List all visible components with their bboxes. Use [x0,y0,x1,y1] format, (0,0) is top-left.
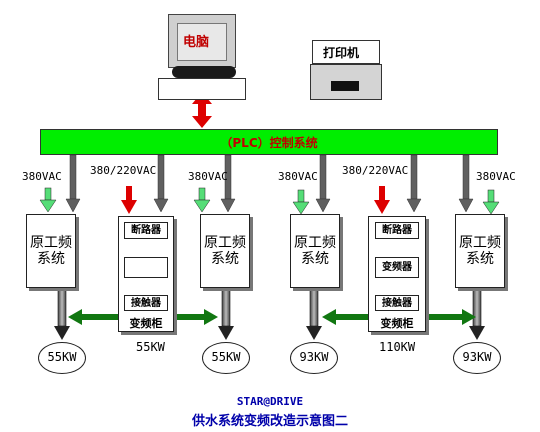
motor-4: 93KW [453,342,501,374]
contactor-box-1: 接触器 [124,295,168,311]
original-system-box-2: 原工频 系统 [200,214,250,288]
supply-label-4: 380VAC [278,170,318,183]
control-arrows [65,154,474,213]
plc-bus-label: （PLC）控制系统 [220,136,318,150]
original-system-label: 原工频 系统 [459,235,501,267]
computer-base [172,66,236,78]
supply-label-6: 380VAC [476,170,516,183]
plc-control-bus: （PLC）控制系统 [40,129,498,155]
supply-arrow-2-red [121,186,137,214]
computer-label: 电脑 [183,35,210,50]
original-system-box-4: 原工频 系统 [455,214,505,288]
breaker-box-2: 断路器 [375,222,419,239]
motor-2: 55KW [202,342,250,374]
supply-arrow-1 [39,187,57,213]
motor-1: 55KW [38,342,86,374]
printer-label: 打印机 [323,46,360,60]
original-system-label: 原工频 系统 [294,235,336,267]
original-system-label: 原工频 系统 [30,235,72,267]
cabinet-label-1: 变频柜 [129,317,163,330]
vfd-box-2: 变频器 [375,257,419,278]
rating-label-2: 110KW [379,340,416,354]
supply-arrow-4 [292,189,310,215]
computer-stand [158,78,246,100]
original-system-box-3: 原工频 系统 [290,214,340,288]
original-system-label: 原工频 系统 [204,235,246,267]
contactor-box-2: 接触器 [375,295,419,311]
printer-icon: 打印机 [312,40,380,64]
diagram-caption: 供水系统变频改造示意图二 [191,414,348,429]
supply-arrow-6 [482,189,500,215]
supply-label-2: 380/220VAC [90,164,157,177]
motor-cables [54,287,485,340]
computer-icon: 电脑 [168,14,236,68]
cabinet-label-2: 变频柜 [380,317,414,330]
printer-body [310,64,382,100]
motor-3: 93KW [290,342,338,374]
brand-label: STAR@DRIVE [236,395,304,408]
breaker-box-1: 断路器 [124,222,168,239]
vfd-box-1 [124,257,168,278]
supply-label-3: 380VAC [188,170,228,183]
rating-label-1: 55KW [136,340,165,354]
original-system-box-1: 原工频 系统 [26,214,76,288]
cabinet-internal-arrows [138,238,405,295]
supply-arrow-3 [193,187,211,213]
supply-label-5: 380/220VAC [342,164,409,177]
supply-arrow-5-red [374,186,390,214]
supply-label-1: 380VAC [22,170,62,183]
